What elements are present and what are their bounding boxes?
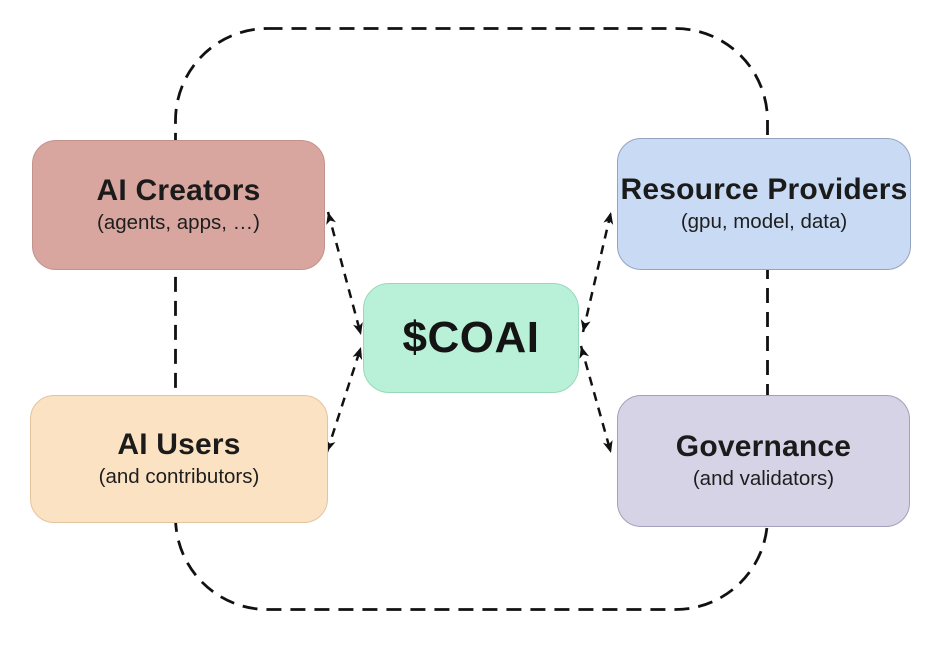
node-ai-users: AI Users (and contributors) xyxy=(30,395,328,523)
node-resource-providers: Resource Providers (gpu, model, data) xyxy=(617,138,911,270)
coai-token-label: $COAI xyxy=(402,313,540,362)
node-ai-creators: AI Creators (agents, apps, …) xyxy=(32,140,325,270)
edge-providers-coai xyxy=(580,211,614,333)
node-resource-providers-subtitle: (gpu, model, data) xyxy=(680,210,848,234)
node-governance-title: Governance xyxy=(675,429,852,463)
edge-governance-coai xyxy=(579,345,613,454)
node-ai-creators-title: AI Creators xyxy=(96,173,261,207)
node-governance: Governance (and validators) xyxy=(617,395,910,527)
node-coai-token: $COAI xyxy=(363,283,579,393)
node-resource-providers-title: Resource Providers xyxy=(620,172,908,206)
edge-users-coai xyxy=(325,346,363,453)
node-ai-creators-subtitle: (agents, apps, …) xyxy=(97,211,260,235)
boundary-dashed-rect xyxy=(174,27,769,611)
node-ai-users-title: AI Users xyxy=(117,427,241,461)
node-governance-subtitle: (and validators) xyxy=(692,467,835,491)
node-ai-users-subtitle: (and contributors) xyxy=(98,465,260,489)
edge-creators-coai xyxy=(326,211,363,336)
